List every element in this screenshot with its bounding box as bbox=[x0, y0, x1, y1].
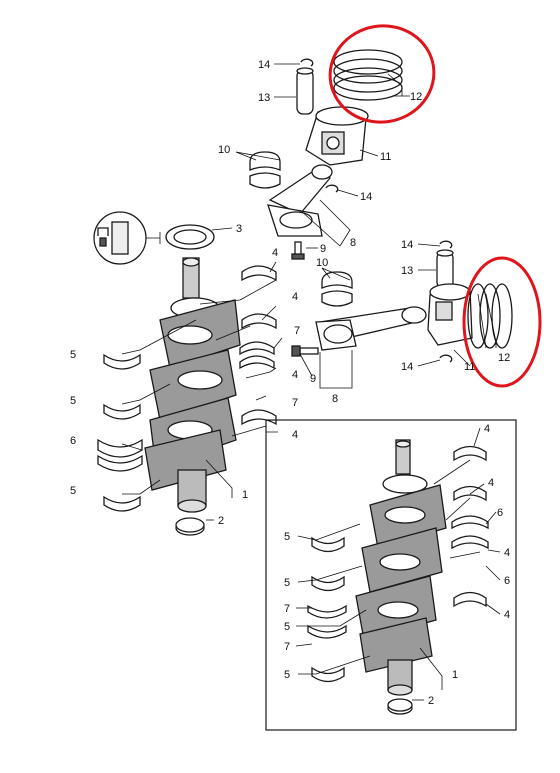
callout-12: 12 bbox=[498, 352, 510, 364]
crankshaft-main bbox=[144, 257, 241, 513]
callout-labels: 14 13 12 11 10 14 3 9 8 14 13 10 12 11 1… bbox=[70, 59, 510, 707]
callout-7: 7 bbox=[284, 641, 290, 653]
big-end-bearing bbox=[321, 271, 353, 307]
callout-5: 5 bbox=[70, 395, 76, 407]
callout-7: 7 bbox=[292, 397, 298, 409]
callout-9: 9 bbox=[320, 243, 326, 255]
callout-6: 6 bbox=[497, 507, 503, 519]
callout-5: 5 bbox=[284, 621, 290, 633]
callout-13: 13 bbox=[401, 265, 413, 277]
thrust-washer bbox=[175, 517, 205, 536]
callout-4: 4 bbox=[292, 369, 298, 381]
piston-pin bbox=[436, 249, 454, 289]
callout-8: 8 bbox=[332, 393, 338, 405]
rod-bolt bbox=[291, 241, 305, 260]
thrust-bearing bbox=[451, 515, 489, 550]
callout-9: 9 bbox=[310, 373, 316, 385]
callout-8: 8 bbox=[350, 237, 356, 249]
callout-1: 1 bbox=[242, 489, 248, 501]
callout-14: 14 bbox=[258, 59, 270, 71]
piston-ring-set bbox=[467, 283, 513, 349]
thrust-bearing bbox=[307, 604, 347, 639]
callout-4: 4 bbox=[504, 547, 510, 559]
callout-4: 4 bbox=[488, 477, 494, 489]
callout-4: 4 bbox=[292, 291, 298, 303]
main-bearing-half bbox=[97, 438, 143, 472]
callout-14: 14 bbox=[360, 191, 372, 203]
main-bearing-half bbox=[241, 313, 277, 330]
thrust-bearing bbox=[239, 341, 275, 370]
piston-assembly-upper bbox=[249, 49, 403, 260]
callout-11: 11 bbox=[380, 151, 391, 163]
callout-5: 5 bbox=[70, 485, 76, 497]
callout-14: 14 bbox=[401, 239, 413, 251]
highlight-ring-set-upper bbox=[328, 24, 436, 124]
main-bearing-half bbox=[311, 666, 345, 683]
main-bearing-half bbox=[311, 575, 345, 592]
callout-10: 10 bbox=[218, 144, 230, 156]
callout-6: 6 bbox=[70, 435, 76, 447]
circlip bbox=[439, 354, 453, 363]
callout-7: 7 bbox=[284, 603, 290, 615]
callout-5: 5 bbox=[284, 669, 290, 681]
main-bearing-half bbox=[241, 265, 277, 282]
oil-seal bbox=[165, 224, 215, 250]
connecting-rod bbox=[315, 306, 427, 351]
callout-11: 11 bbox=[464, 361, 475, 373]
callout-14: 14 bbox=[401, 361, 413, 373]
piston-pin bbox=[296, 67, 314, 115]
callout-6: 6 bbox=[504, 575, 510, 587]
callout-5: 5 bbox=[70, 349, 76, 361]
callout-4: 4 bbox=[504, 609, 510, 621]
connecting-rod bbox=[267, 164, 333, 237]
callout-3: 3 bbox=[236, 223, 242, 235]
seal-detail-inset bbox=[93, 211, 161, 265]
callout-5: 5 bbox=[284, 577, 290, 589]
highlight-ring-set-lower bbox=[462, 256, 542, 388]
callout-2: 2 bbox=[218, 515, 224, 527]
main-bearing-half bbox=[103, 353, 141, 370]
callout-13: 13 bbox=[258, 92, 270, 104]
callout-4: 4 bbox=[272, 247, 278, 259]
big-end-bearing bbox=[249, 151, 281, 189]
main-bearing-half bbox=[103, 495, 141, 512]
circlip bbox=[439, 240, 453, 249]
callout-2: 2 bbox=[428, 695, 434, 707]
crankshaft-variant bbox=[355, 439, 447, 696]
callout-4: 4 bbox=[292, 429, 298, 441]
callout-12: 12 bbox=[410, 91, 422, 103]
callout-1: 1 bbox=[452, 669, 458, 681]
circlip bbox=[325, 184, 339, 193]
callout-10: 10 bbox=[316, 257, 328, 269]
main-bearing-half bbox=[453, 591, 487, 608]
piston bbox=[427, 283, 473, 346]
piston bbox=[305, 106, 369, 166]
callout-7: 7 bbox=[294, 325, 300, 337]
callout-5: 5 bbox=[284, 531, 290, 543]
circlip bbox=[300, 58, 314, 67]
main-bearing-half bbox=[241, 409, 277, 426]
piston-assembly-lower bbox=[291, 240, 513, 363]
main-bearing-half bbox=[453, 445, 487, 462]
thrust-washer bbox=[387, 698, 413, 715]
main-bearing-half bbox=[103, 403, 141, 420]
piston-ring-set bbox=[333, 49, 403, 101]
main-bearing-half bbox=[311, 536, 345, 553]
leader-lines bbox=[121, 63, 501, 701]
callout-4: 4 bbox=[484, 423, 490, 435]
rod-bolt bbox=[291, 345, 319, 357]
main-bearing-half bbox=[453, 485, 487, 502]
variant-inset-frame bbox=[265, 419, 517, 731]
